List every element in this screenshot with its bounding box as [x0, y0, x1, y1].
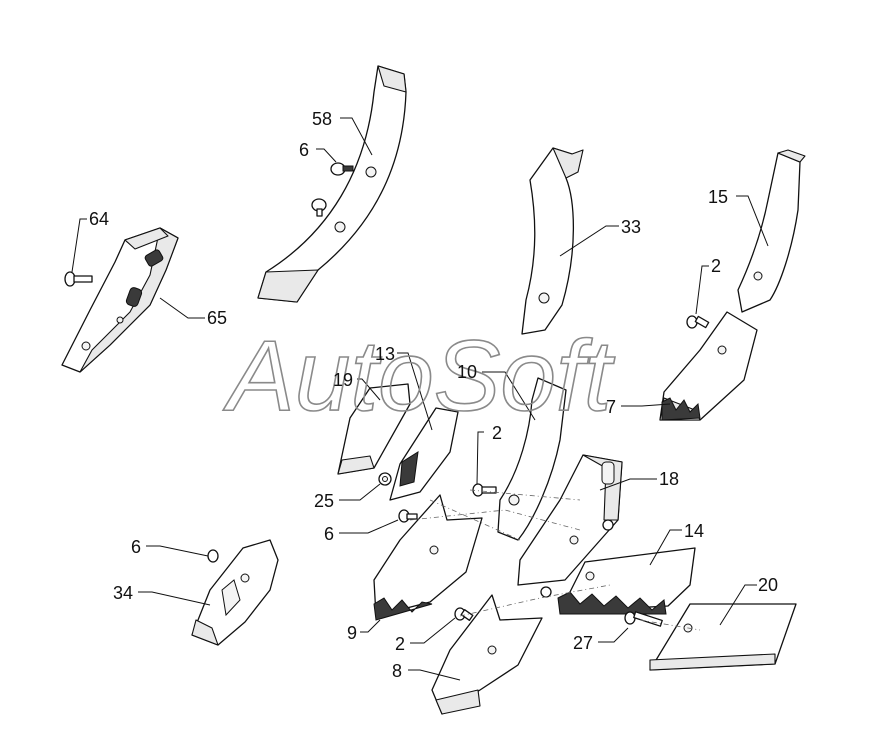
- callout-34: 34: [113, 583, 133, 603]
- callout-58: 58: [312, 109, 332, 129]
- part-33-plate: [521, 147, 584, 335]
- part-8-share: [431, 594, 543, 715]
- part-14-share: [557, 547, 696, 615]
- part-34-adapter: [191, 539, 279, 646]
- callout-64: 64: [89, 209, 109, 229]
- callout-14: 14: [684, 521, 704, 541]
- part-6-bolts-upper: [311, 162, 354, 217]
- assembly-lines: [409, 489, 701, 631]
- callout-13: 13: [375, 344, 395, 364]
- part-6-bolt-middle: [398, 509, 418, 523]
- callout-19: 19: [333, 370, 353, 390]
- part-10-shank: [497, 377, 567, 541]
- leader-lines: [71, 117, 769, 681]
- part-9-share: [373, 494, 483, 621]
- callout-6-lower: 6: [131, 537, 141, 557]
- callout-2-lower: 2: [395, 634, 405, 654]
- part-15-shank: [737, 149, 806, 313]
- part-2-bolt-lower: [454, 607, 474, 621]
- callout-15: 15: [708, 187, 728, 207]
- callout-7: 7: [606, 397, 616, 417]
- watermark-text: AutoSoft: [223, 320, 616, 432]
- part-2-bolt-upper: [686, 315, 710, 329]
- part-58-shin: [257, 65, 407, 303]
- part-2-bolt-middle: [472, 483, 497, 497]
- callout-27: 27: [573, 633, 593, 653]
- callout-2-upper: 2: [711, 256, 721, 276]
- callout-18: 18: [659, 469, 679, 489]
- callout-10: 10: [457, 362, 477, 382]
- callout-9: 9: [347, 623, 357, 643]
- part-13-share: [389, 407, 459, 501]
- part-25-nut: [378, 472, 392, 486]
- part-19-share: [337, 383, 411, 475]
- part-64-bolt: [64, 271, 93, 287]
- callout-labels: 58 6 64 65 33 15 2 7 13 19 10 2 18 25 6 …: [89, 109, 778, 681]
- callout-6-middle: 6: [324, 524, 334, 544]
- callout-33: 33: [621, 217, 641, 237]
- callout-2-middle: 2: [492, 423, 502, 443]
- part-18-holder: [517, 454, 623, 598]
- callout-25: 25: [314, 491, 334, 511]
- callout-6-upper: 6: [299, 140, 309, 160]
- part-65-holder: [61, 227, 179, 373]
- callout-65: 65: [207, 308, 227, 328]
- callout-20: 20: [758, 575, 778, 595]
- part-7-share: [659, 311, 758, 421]
- part-20-share: [649, 603, 797, 671]
- callout-8: 8: [392, 661, 402, 681]
